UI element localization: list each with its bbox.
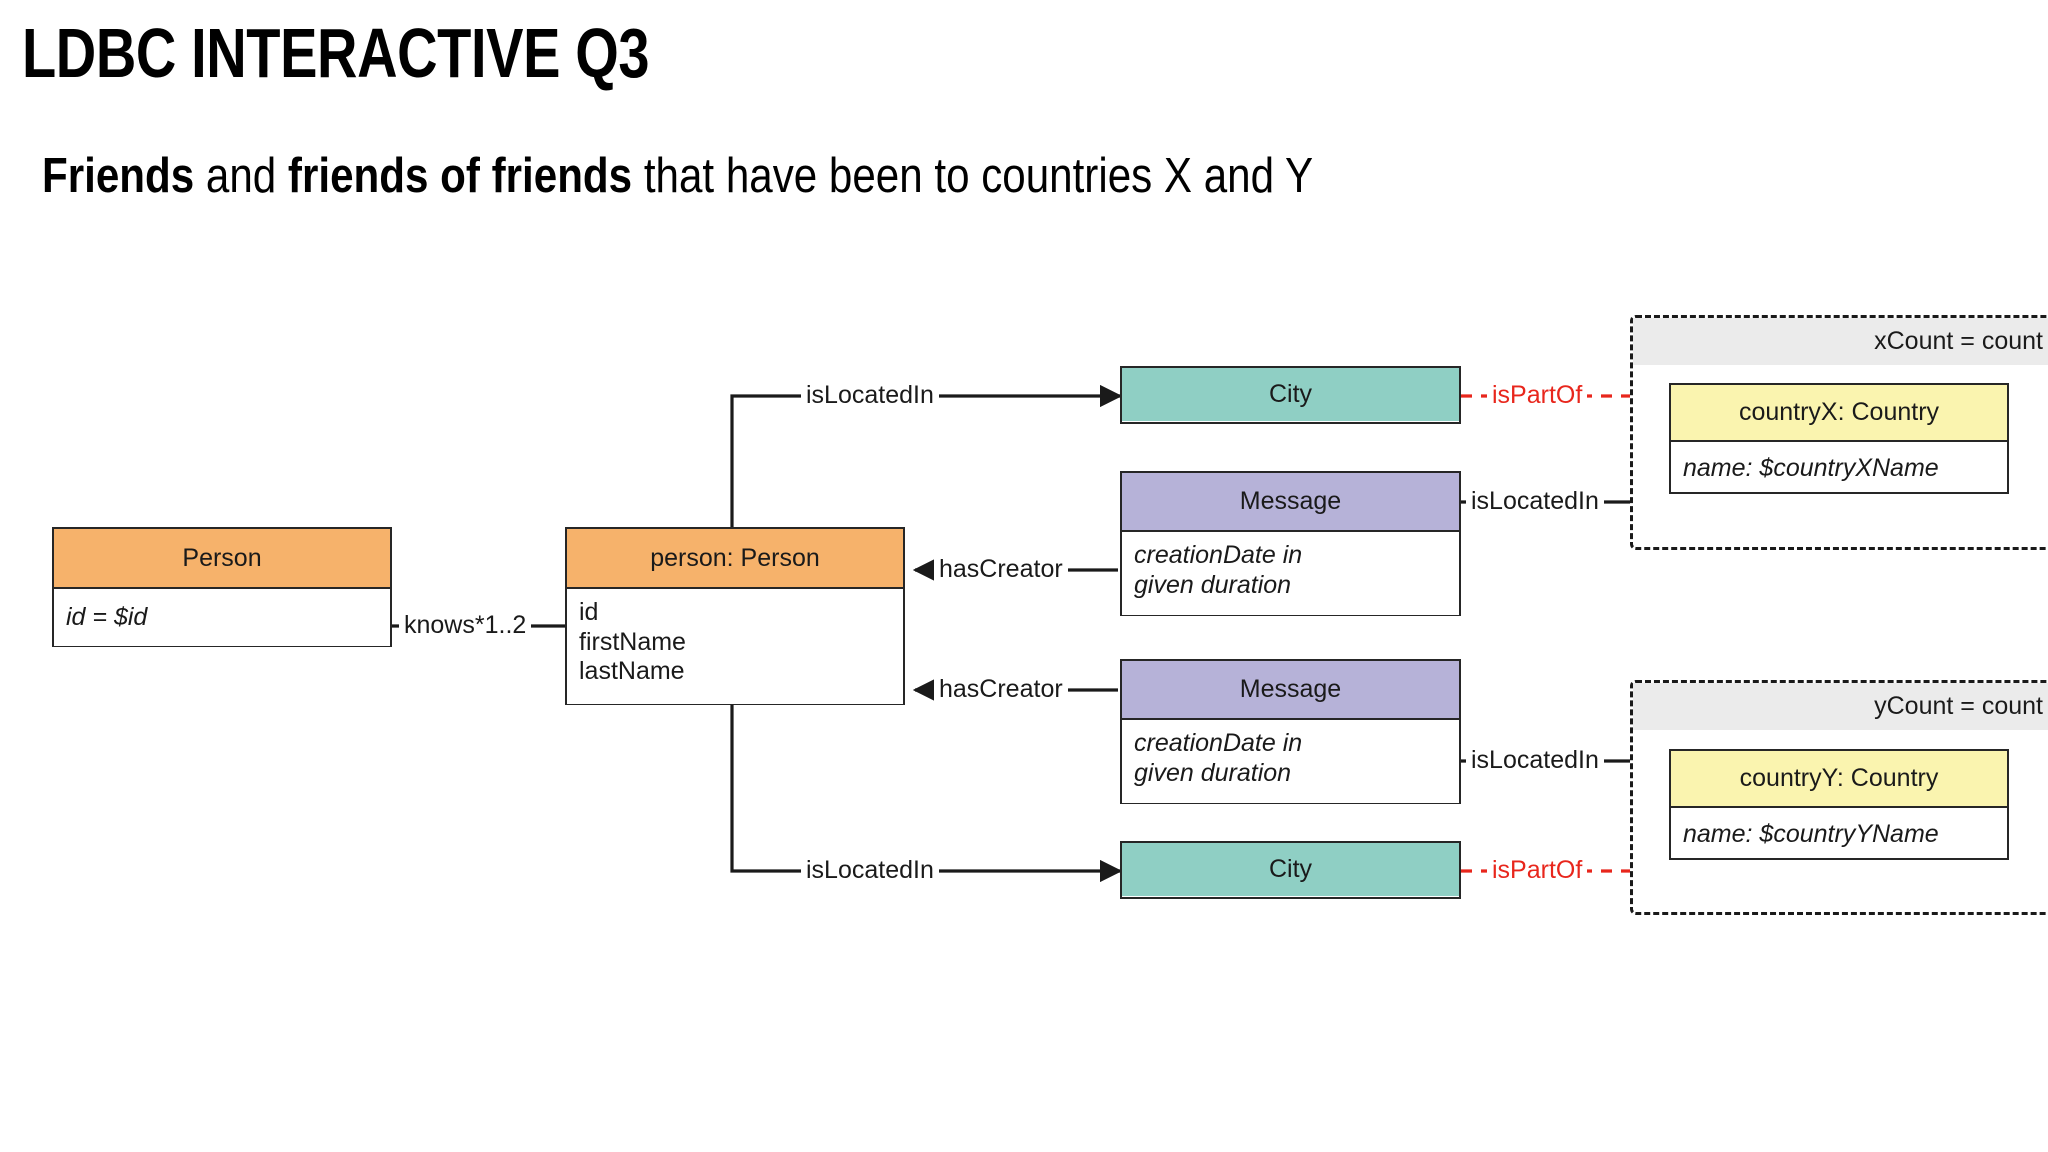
edge-label-islocatedin-msg-top: isLocatedIn	[1466, 489, 1604, 514]
group-ycount-label: yCount = count	[1633, 683, 2048, 730]
node-country-y-header: countryY: Country	[1671, 751, 2007, 806]
edge-islocatedin-city-bottom	[730, 705, 1123, 883]
node-message-bottom[interactable]: Message creationDate in given duration	[1120, 659, 1461, 804]
edge-label-islocatedin-city-bottom: isLocatedIn	[801, 858, 939, 883]
node-person-var[interactable]: person: Person id firstName lastName	[565, 527, 905, 705]
attribute-id: id	[579, 598, 599, 626]
message-bottom-line2: given duration	[1134, 758, 1292, 787]
node-city-top[interactable]: City	[1120, 366, 1461, 424]
edge-label-islocatedin-city-top: isLocatedIn	[801, 383, 939, 408]
node-message-bottom-header: Message	[1122, 661, 1459, 718]
node-person-var-header: person: Person	[567, 529, 903, 587]
attribute-firstname: firstName	[579, 627, 686, 656]
edge-label-ispartof-top: isPartOf	[1487, 383, 1588, 408]
node-country-x-body: name: $countryXName	[1671, 440, 2007, 491]
node-message-top-header: Message	[1122, 473, 1459, 530]
message-top-line2: given duration	[1134, 570, 1292, 599]
edge-label-hascreator-top: hasCreator	[934, 557, 1068, 582]
node-message-top-body: creationDate in given duration	[1122, 530, 1459, 615]
node-city-top-header: City	[1122, 368, 1459, 421]
edge-label-knows: knows*1..2	[399, 613, 532, 638]
node-country-x-header: countryX: Country	[1671, 385, 2007, 440]
subtitle-tail: that have been to countries X and Y	[632, 149, 1314, 203]
attribute-lastname: lastName	[579, 657, 685, 685]
subtitle-fof: friends of friends	[287, 149, 633, 203]
edge-label-ispartof-bottom: isPartOf	[1487, 858, 1588, 883]
group-xcount-label: xCount = count	[1633, 318, 2048, 365]
message-top-line1: creationDate in	[1134, 541, 1303, 569]
node-person-var-attributes: id firstName lastName	[567, 587, 903, 704]
subtitle-friends: Friends	[42, 149, 195, 203]
node-city-bottom[interactable]: City	[1120, 841, 1461, 899]
node-person-param-header: Person	[54, 529, 390, 587]
page-title: LDBC INTERACTIVE Q3	[22, 14, 650, 92]
edge-label-hascreator-bottom: hasCreator	[934, 677, 1068, 702]
node-country-x[interactable]: countryX: Country name: $countryXName	[1669, 383, 2009, 494]
node-person-param-body: id = $id	[54, 587, 390, 646]
subtitle-and: and	[194, 149, 288, 203]
node-country-y[interactable]: countryY: Country name: $countryYName	[1669, 749, 2009, 860]
message-bottom-line1: creationDate in	[1134, 729, 1303, 757]
page-subtitle: Friends and friends of friends that have…	[42, 148, 1313, 204]
node-message-bottom-body: creationDate in given duration	[1122, 718, 1459, 803]
node-country-y-body: name: $countryYName	[1671, 806, 2007, 857]
node-message-top[interactable]: Message creationDate in given duration	[1120, 471, 1461, 616]
edge-islocatedin-city-top	[730, 384, 1123, 527]
node-city-bottom-header: City	[1122, 843, 1459, 896]
node-person-param[interactable]: Person id = $id	[52, 527, 392, 647]
edge-label-islocatedin-msg-bottom: isLocatedIn	[1466, 748, 1604, 773]
